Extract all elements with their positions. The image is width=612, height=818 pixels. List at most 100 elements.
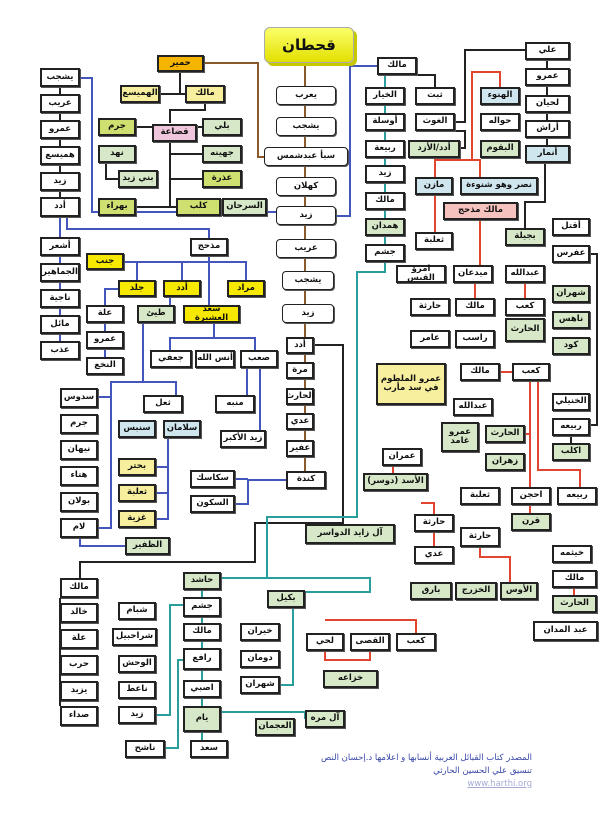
tribe-node: لام [60, 518, 98, 538]
connector-line [472, 159, 481, 177]
connector-line [267, 577, 371, 593]
tribe-node: ربيعه [552, 418, 590, 436]
connector-line [105, 163, 118, 180]
tribe-node: احجن [511, 487, 551, 505]
connector-line [455, 49, 525, 123]
tribe-node: الوحش [118, 655, 156, 673]
tribe-node: علة [86, 305, 124, 323]
tribe-node: ناعط [118, 681, 156, 699]
tribe-node: مالك مذحج [443, 202, 518, 220]
tribe-node: لحي [306, 633, 344, 651]
connector-line [98, 323, 144, 529]
tribe-node: زيد [365, 165, 405, 183]
tribe-node: عذرة [202, 170, 242, 188]
tribe-node: جنب [86, 253, 124, 270]
tribe-node: عريب [40, 94, 80, 113]
tribe-node: مالك [185, 85, 225, 103]
tribe-node: زيد [282, 304, 334, 323]
tribe-node: عامر [410, 330, 450, 348]
tribe-node: خزاعه [323, 670, 378, 688]
tribe-node: أقتل [552, 218, 590, 236]
tribe-node: ربيعة [365, 140, 405, 158]
tribe-node: يام [183, 706, 221, 732]
tribe-node: بني زيد [118, 170, 158, 188]
connector-line [455, 130, 466, 149]
tribe-node: سعد العشيرة [183, 304, 240, 323]
tribe-node: البقوم [480, 140, 520, 158]
connector-line [104, 288, 118, 305]
tribe-node: قرن [511, 513, 551, 531]
footer: المصدر كتاب القبائل العربية أنسابها و اع… [321, 752, 532, 791]
tribe-node: امرؤ القيس [396, 264, 446, 283]
tribe-node: راسب [455, 330, 495, 348]
tribe-node: ثعلبة [118, 484, 156, 502]
tribe-node: يعرب [276, 86, 336, 105]
tribe-node: نصر وهو شنوءة [460, 177, 538, 195]
tribe-node: جرم [98, 118, 136, 136]
tribe-node: بلي [202, 118, 242, 136]
tribe-node: مالك [455, 298, 495, 316]
tribe-node: ثبت [415, 87, 455, 105]
tribe-node: شبام [118, 602, 156, 620]
tribe-node: عمرو [40, 120, 80, 139]
tribe-node: منبه [215, 395, 255, 413]
tribe-node: أنس الله [195, 350, 235, 368]
tribe-node: اصبي [183, 680, 221, 698]
tribe-node: زهران [485, 453, 525, 471]
tribe-node: آل مره [305, 710, 345, 728]
tribe-node: بجيلة [505, 228, 545, 246]
tribe-node: نهد [98, 145, 136, 163]
tribe-node: الحارث [286, 388, 314, 405]
tribe-node: يشجب [276, 117, 336, 136]
tribe-node: خالد [60, 603, 98, 623]
tribe-node: بولان [60, 492, 98, 512]
tribe-node: الهميسع [120, 85, 160, 103]
tribe-node: السكون [190, 495, 235, 513]
tribe-node: عدي [286, 413, 314, 430]
connector-line [124, 261, 247, 280]
tribe-node: ثعلبة [415, 232, 453, 250]
tribe-node: أدد [286, 337, 314, 354]
connector-line [336, 65, 377, 217]
tribe-node: الحارث [552, 595, 597, 613]
tribe-node: الحارث [505, 318, 545, 342]
tribe-node: الخزرج [455, 582, 497, 600]
tribe-node: أراش [525, 120, 570, 138]
source-text: المصدر كتاب القبائل العربية أنسابها و اع… [321, 753, 532, 763]
connector-line [66, 217, 210, 238]
tribe-node: شهران [240, 676, 280, 694]
root-node-qahtan: قحطان [264, 27, 354, 63]
tribe-node: خيران [240, 623, 280, 641]
tribe-node: الخنيلي [552, 393, 590, 411]
tribe-node: عدي [414, 546, 454, 564]
tribe-node: الحارث [485, 425, 525, 443]
tribe-node: الخيار [365, 87, 405, 105]
tribe-node: ربيعه [557, 487, 597, 505]
website-link[interactable]: www.harthi.org [467, 779, 532, 789]
tribe-node: الهنوء [480, 87, 520, 105]
tribe-node: خيثمه [552, 545, 592, 563]
tribe-node: لحيان [525, 95, 570, 113]
tribe-node: جشم [365, 244, 405, 262]
connector-line [421, 502, 435, 514]
tribe-node: أدد [40, 197, 80, 217]
tribe-node: عذب [40, 341, 80, 360]
tribe-node: جشم [183, 597, 221, 617]
tribe-node: بحتر [118, 458, 156, 476]
tribe-node: الجماهير [40, 263, 80, 282]
tribe-node: مالك [552, 570, 597, 588]
tribe-node: عمرو غامد [441, 422, 479, 452]
tribe-node: القصى [350, 633, 390, 651]
tribe-node: كعب [512, 363, 550, 381]
tribe-node: العجمان [255, 718, 295, 736]
tribe-node: ناهس [552, 311, 590, 329]
tribe-node: ميدعان [453, 265, 493, 283]
tribe-node: سدوس [60, 388, 98, 408]
tribe-node: يشجب [40, 68, 80, 87]
tribe-node: نيهان [60, 440, 98, 460]
tribe-node: هتاء [60, 466, 98, 486]
tribe-node: مازن [415, 177, 453, 195]
tribe-node: عبدالله [505, 265, 545, 283]
connector-line [204, 62, 264, 158]
tribe-node: أنمار [525, 145, 570, 163]
